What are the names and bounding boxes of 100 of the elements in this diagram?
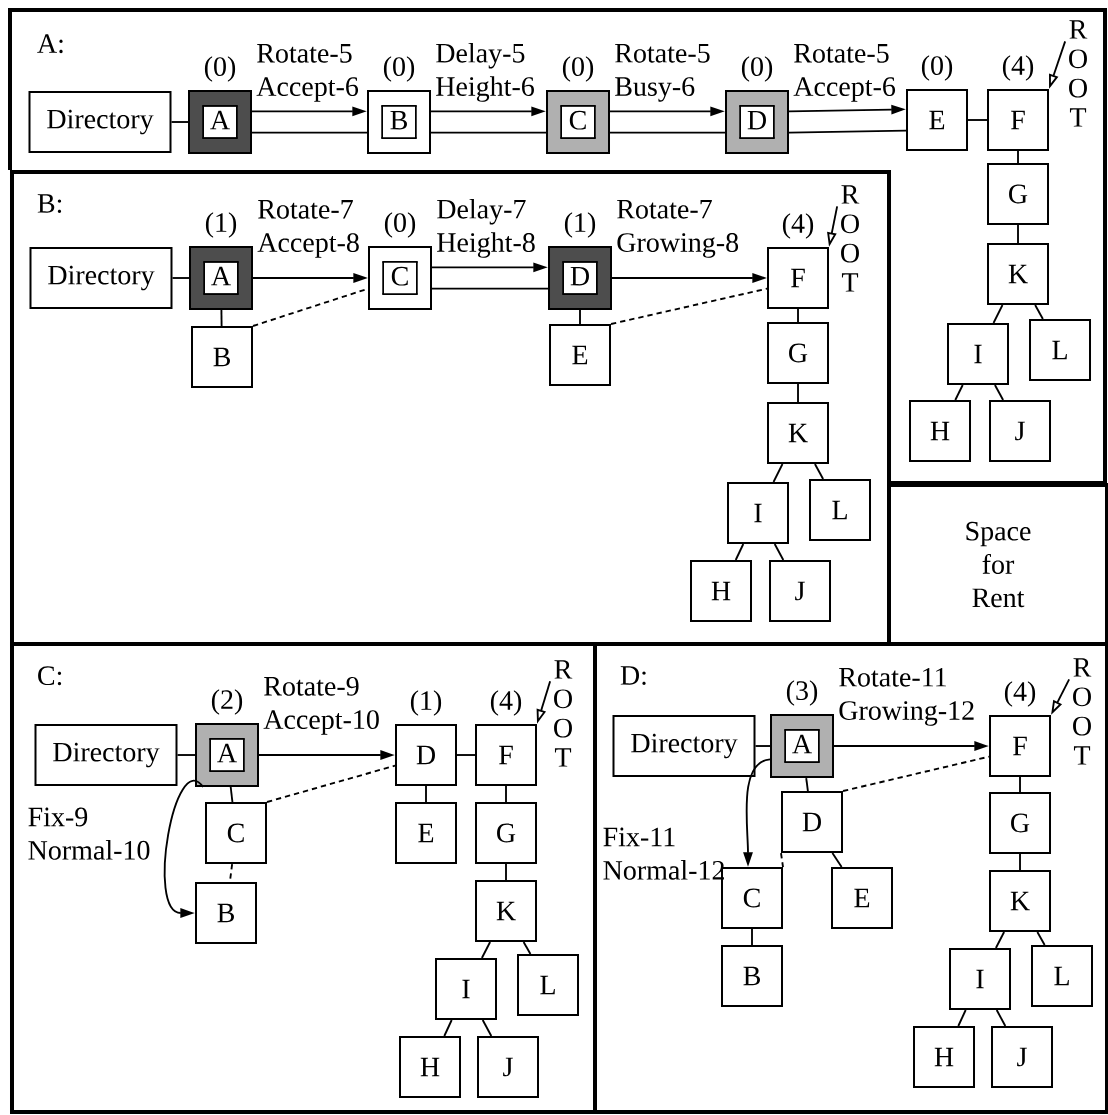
letter-box: F	[989, 715, 1051, 777]
connector-line	[176, 754, 196, 756]
connector-line	[251, 131, 368, 134]
letter-box: F	[475, 724, 537, 786]
connector-line	[1019, 853, 1021, 871]
directory-box: Directory	[612, 715, 756, 777]
connector-line	[609, 131, 726, 134]
shaded-box: D	[548, 246, 612, 310]
curved-arrow	[163, 780, 204, 918]
connector-line	[995, 1009, 1007, 1027]
count-label: (0)	[204, 56, 236, 82]
shaded-box: D	[725, 90, 789, 154]
letter-box: I	[947, 323, 1009, 385]
connector-line	[773, 543, 785, 561]
connector-line	[994, 931, 1006, 949]
connector-line	[170, 121, 189, 123]
letter-box: H	[913, 1026, 975, 1088]
dashed-line	[610, 287, 768, 325]
letter-box: C	[721, 867, 783, 929]
edge-label: Rotate-11 Growing-12	[839, 667, 974, 726]
letter-box: I	[727, 482, 789, 544]
connector-line	[456, 754, 476, 756]
connector-line	[797, 383, 799, 403]
connector-line	[579, 309, 581, 325]
letter-box: F	[987, 89, 1049, 151]
letter-box: E	[549, 324, 611, 386]
connector-line	[481, 1019, 493, 1037]
count-label: (0)	[921, 55, 953, 81]
letter-box: F	[767, 247, 829, 309]
connector-line	[522, 941, 532, 955]
edge-label: Rotate-7 Growing-8	[617, 200, 739, 258]
edge-label: Fix-9 Normal-10	[28, 807, 150, 860]
connector-line	[443, 1019, 453, 1037]
count-label: (1)	[410, 690, 442, 716]
count-label: (4)	[782, 213, 814, 239]
count-label: (1)	[205, 212, 237, 238]
double-border-box: B	[367, 90, 431, 154]
connector-line	[1034, 304, 1044, 320]
letter-box: E	[395, 802, 457, 864]
shaded-box: C	[546, 90, 610, 154]
root-label: ROOT	[1069, 20, 1088, 127]
letter-box: G	[475, 802, 537, 864]
letter-box: D	[395, 724, 457, 786]
root-label: ROOT	[1073, 658, 1092, 765]
shaded-box: A	[770, 714, 834, 778]
directory-box: Directory	[29, 247, 173, 309]
letter-box: L	[809, 479, 871, 541]
letter-box: I	[949, 948, 1011, 1010]
dashed-line	[780, 852, 784, 868]
count-label: (3)	[786, 680, 818, 706]
letter-box: J	[989, 400, 1051, 462]
connector-line	[734, 543, 745, 561]
letter-box: L	[1029, 319, 1091, 381]
count-label: (2)	[211, 689, 243, 715]
edge-label: Fix-11 Normal-12	[603, 827, 724, 880]
connector-line	[754, 745, 771, 747]
dashed-line	[842, 755, 990, 792]
letter-box: L	[1031, 945, 1093, 1007]
letter-box: E	[906, 89, 968, 151]
letter-box: H	[690, 560, 752, 622]
letter-box: E	[831, 867, 893, 929]
connector-line	[814, 463, 825, 480]
edge-label: Rotate-9 Accept-10	[263, 676, 379, 735]
connector-line	[831, 852, 843, 868]
count-label: (0)	[741, 56, 773, 82]
connector-line	[425, 785, 427, 803]
dashed-line	[266, 764, 396, 803]
connector-line	[430, 131, 547, 134]
letter-box: K	[989, 870, 1051, 932]
double-border-box: C	[368, 246, 432, 310]
edge-label: Delay-5 Height-6	[436, 42, 534, 102]
connector-line	[797, 308, 799, 323]
connector-line	[788, 129, 907, 134]
edge-label: Rotate-5 Accept-6	[793, 44, 896, 102]
connector-line	[505, 863, 507, 881]
connector-line	[1036, 931, 1046, 946]
connector-line	[220, 309, 223, 327]
edge-label: Rotate-7 Accept-8	[257, 200, 359, 258]
connector-line	[480, 941, 492, 959]
count-label: (0)	[562, 56, 594, 82]
letter-box: J	[991, 1026, 1053, 1088]
letter-box: B	[721, 945, 783, 1007]
root-label: ROOT	[841, 185, 860, 292]
letter-box: G	[989, 792, 1051, 854]
shaded-box: A	[195, 723, 259, 787]
connector-line	[1019, 776, 1021, 793]
connector-line	[431, 287, 549, 290]
edge-label: Rotate-5 Busy-6	[615, 44, 710, 102]
connector-line	[505, 785, 507, 803]
directory-box: Directory	[34, 724, 178, 786]
connector-line	[1017, 224, 1019, 244]
connector-line	[751, 928, 753, 946]
letter-box: H	[399, 1036, 461, 1098]
connector-line	[994, 384, 1005, 401]
letter-box: G	[767, 322, 829, 384]
letter-box: L	[517, 954, 579, 1016]
count-label: (0)	[383, 56, 415, 82]
connector-line	[967, 119, 988, 121]
connector-line	[772, 463, 784, 483]
letter-box: B	[195, 882, 257, 944]
